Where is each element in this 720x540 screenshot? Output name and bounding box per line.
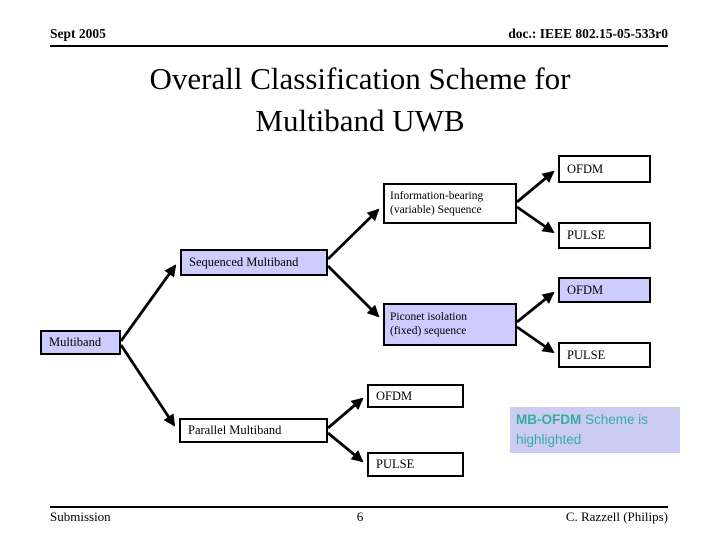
- node-information-bearing-line1: Information-bearing: [390, 190, 484, 203]
- node-parallel-multiband: Parallel Multiband: [179, 418, 328, 443]
- node-multiband-label: Multiband: [49, 335, 102, 350]
- header-date: Sept 2005: [50, 26, 106, 41]
- footer-page-number: 6: [356, 509, 364, 524]
- node-pulse-parallel: PULSE: [367, 452, 464, 477]
- slide-title-line1: Overall Classification Scheme for: [149, 61, 571, 96]
- header-doc-number: doc.: IEEE 802.15-05-533r0: [508, 26, 668, 41]
- header-divider: [50, 45, 668, 47]
- node-piconet-isolation-line2: (fixed) sequence: [390, 324, 467, 337]
- node-ofdm-piconet-isolation-label: OFDM: [567, 282, 604, 297]
- highlight-note-emphasis: MB-OFDM: [516, 412, 582, 427]
- highlight-note-text: Scheme is highlighted: [516, 412, 649, 447]
- node-ofdm-piconet-isolation: OFDM: [558, 277, 651, 303]
- node-information-bearing-line2: (variable) Sequence: [390, 203, 482, 216]
- slide-title-line2: Multiband UWB: [255, 103, 465, 138]
- node-ofdm-parallel-label: OFDM: [376, 388, 413, 403]
- node-multiband: Multiband: [40, 330, 121, 355]
- node-ofdm-parallel: OFDM: [367, 384, 464, 408]
- node-pulse-piconet-isolation: PULSE: [558, 342, 651, 368]
- node-sequenced-multiband-label: Sequenced Multiband: [189, 255, 299, 270]
- node-pulse-information-bearing-label: PULSE: [567, 228, 606, 243]
- node-ofdm-information-bearing: OFDM: [558, 155, 651, 183]
- node-pulse-parallel-label: PULSE: [376, 457, 415, 472]
- footer-divider: [50, 506, 668, 508]
- node-sequenced-multiband: Sequenced Multiband: [180, 249, 328, 276]
- footer-submission: Submission: [50, 509, 111, 524]
- node-parallel-multiband-label: Parallel Multiband: [188, 423, 282, 438]
- node-piconet-isolation-sequence: Piconet isolation (fixed) sequence: [383, 303, 517, 346]
- node-piconet-isolation-line1: Piconet isolation: [390, 311, 467, 324]
- node-information-bearing-sequence: Information-bearing (variable) Sequence: [383, 183, 517, 224]
- node-pulse-information-bearing: PULSE: [558, 222, 651, 249]
- highlight-note: MB-OFDM Scheme is highlighted: [510, 407, 680, 453]
- slide-title: Overall Classification Scheme for Multib…: [0, 58, 720, 142]
- node-pulse-piconet-isolation-label: PULSE: [567, 347, 606, 362]
- node-ofdm-information-bearing-label: OFDM: [567, 161, 604, 176]
- footer-author: C. Razzell (Philips): [565, 509, 668, 524]
